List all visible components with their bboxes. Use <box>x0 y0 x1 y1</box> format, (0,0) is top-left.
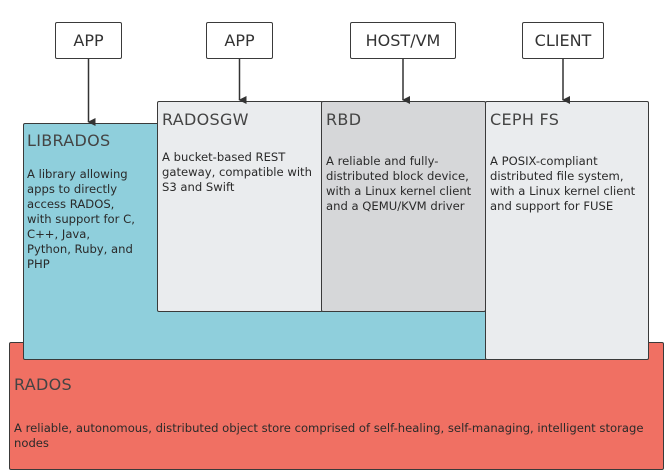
radosgw-description: A bucket-based REST gateway, compatible … <box>162 150 312 194</box>
rados-description: A reliable, autonomous, distributed obje… <box>14 421 644 450</box>
rados-box: RADOS A reliable, autonomous, distribute… <box>9 342 664 470</box>
librados-title: LIBRADOS <box>27 131 111 150</box>
rbd-title: RBD <box>326 110 362 129</box>
cephfs-description: A POSIX-compliant distributed file syste… <box>490 154 636 213</box>
librados-description: A library allowing apps to directly acce… <box>27 167 135 271</box>
host-vm-box: HOST/VM <box>350 22 456 59</box>
rados-title: RADOS <box>14 375 72 394</box>
client-box: CLIENT <box>522 22 604 59</box>
rbd-box: RBD A reliable and fully-distributed blo… <box>321 101 486 312</box>
rbd-description: A reliable and fully-distributed block d… <box>326 154 472 213</box>
cephfs-title: CEPH FS <box>490 110 560 129</box>
app-box-2: APP <box>206 22 273 59</box>
app-box-1: APP <box>55 22 122 59</box>
radosgw-title: RADOSGW <box>162 110 249 129</box>
cephfs-box: CEPH FS A POSIX-compliant distributed fi… <box>485 101 649 360</box>
